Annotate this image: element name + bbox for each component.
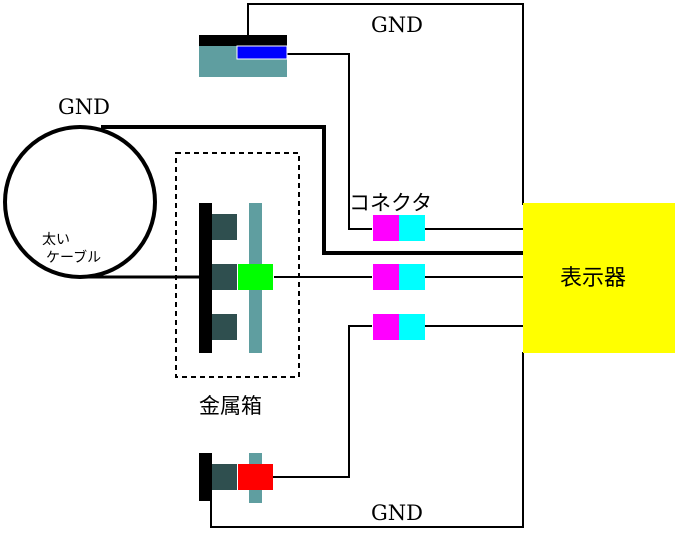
thick-cable-shield-wire	[101, 125, 523, 255]
top-signal-wire	[287, 53, 372, 230]
top-component-black-cap	[199, 35, 287, 46]
gnd-left-label: GND	[58, 95, 110, 119]
red-terminal	[238, 464, 273, 490]
wires	[80, 3, 524, 528]
box-block-bottom	[212, 314, 237, 340]
box-ground-plate	[199, 203, 212, 353]
display-box	[523, 203, 675, 353]
display-label: 表示器	[560, 266, 626, 291]
gnd-bottom-label: GND	[371, 501, 423, 525]
bottom-signal-wire	[273, 325, 372, 478]
top-component-blue-strip	[236, 45, 288, 60]
thick-cable-label-line1: 太い	[42, 232, 70, 248]
connector-1	[373, 215, 425, 241]
metal-box-outline	[175, 152, 300, 378]
thick-cable-loop	[3, 125, 157, 279]
gnd-top-wire	[247, 3, 524, 205]
metal-box-label: 金属箱	[199, 394, 262, 418]
connector-2	[373, 264, 425, 290]
box-block-top	[212, 214, 237, 240]
connector-3	[373, 314, 425, 340]
gnd-bottom-wire	[210, 352, 524, 528]
box-block-middle	[212, 264, 237, 290]
bottom-dark-block	[212, 464, 237, 490]
gnd-top-label: GND	[371, 13, 423, 37]
thick-cable-label-line2: ケーブル	[46, 249, 101, 266]
connector-label: コネクタ	[349, 191, 432, 215]
green-terminal	[238, 264, 273, 290]
bottom-ground-plate	[199, 453, 212, 501]
